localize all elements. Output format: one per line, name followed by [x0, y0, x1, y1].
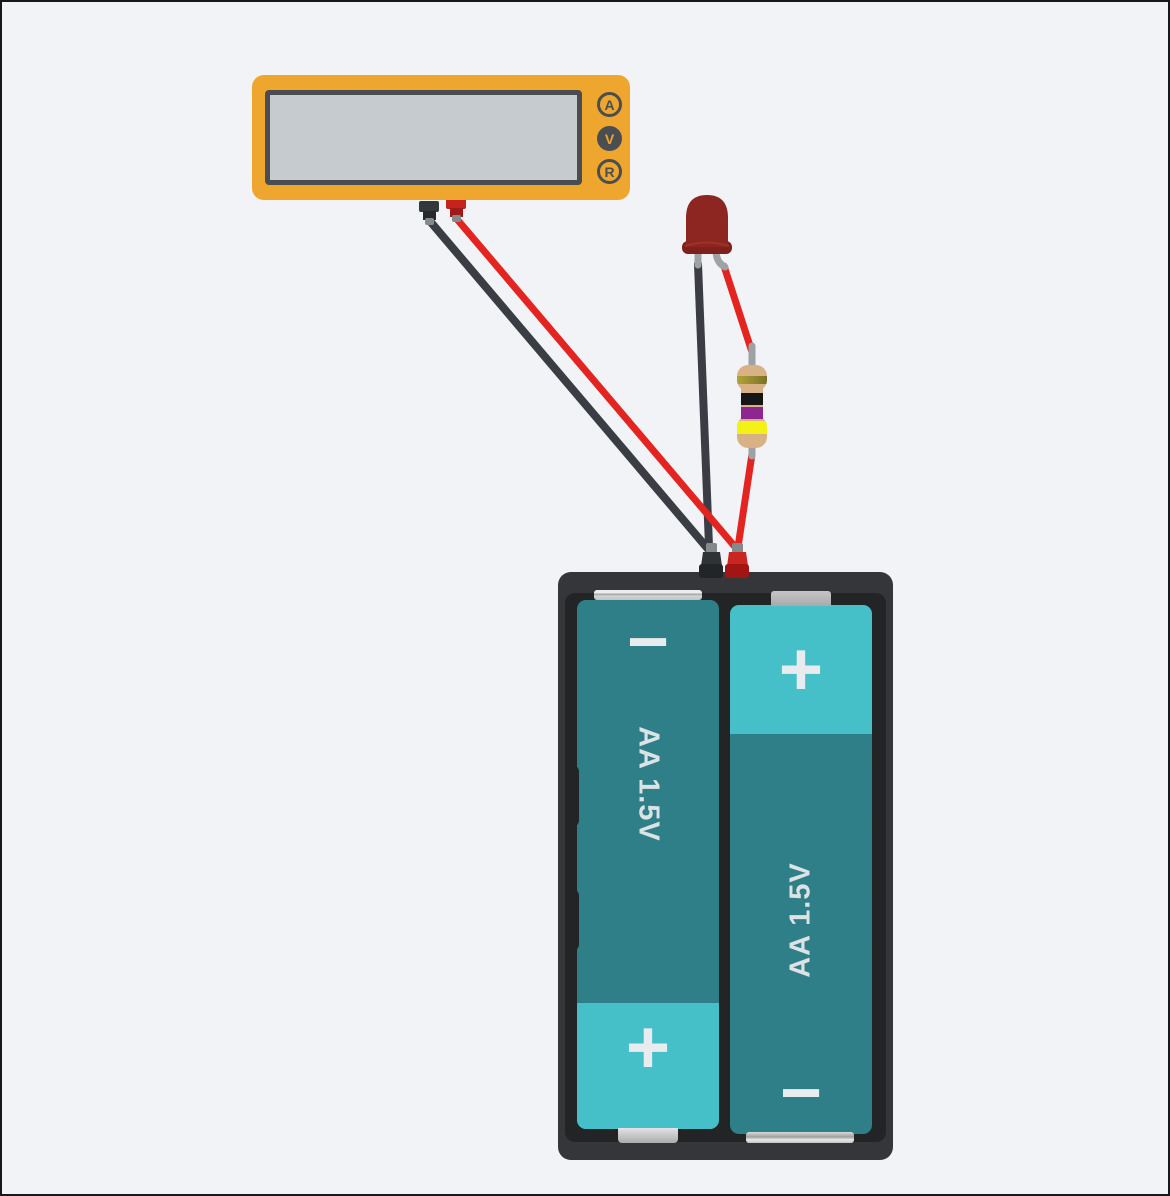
resistor-band-gold: [737, 376, 767, 384]
holder-rib: [565, 888, 579, 952]
battery-contact-plate: [746, 1132, 854, 1143]
battery-contact-plate: [771, 591, 831, 606]
holder-rib: [565, 764, 579, 828]
battery-contact-plate: [594, 590, 702, 600]
resistor[interactable]: [730, 360, 774, 454]
wire-red-led-to-resistor[interactable]: [720, 262, 756, 356]
battery-negative-terminal[interactable]: [699, 543, 723, 578]
multimeter-black-probe-plug[interactable]: [419, 201, 439, 225]
wire-black-multimeter-to-battery[interactable]: [425, 216, 712, 553]
battery-left-bottom-polarity: +: [625, 1005, 671, 1090]
led[interactable]: [682, 195, 732, 254]
battery-positive-terminal[interactable]: [725, 543, 749, 578]
resistor-band-black: [737, 393, 767, 405]
battery-holder[interactable]: − + AA 1.5V + AA 1.5V −: [558, 572, 893, 1160]
battery-left-top-polarity: −: [626, 602, 670, 682]
battery-right-bottom-polarity: −: [779, 1053, 823, 1133]
led-dome[interactable]: [686, 195, 728, 247]
battery-contact-plate: [618, 1128, 678, 1143]
holder-rib: [872, 764, 886, 828]
multimeter-button-resistance[interactable]: R: [597, 159, 622, 184]
multimeter-red-probe-plug[interactable]: [446, 198, 466, 222]
wire-red-multimeter-to-battery[interactable]: [452, 214, 740, 552]
holder-rib: [872, 888, 886, 952]
wire-red-resistor-to-battery[interactable]: [734, 450, 756, 551]
resistor-band-yellow: [737, 421, 767, 434]
battery-right-positive-cap: [730, 605, 872, 734]
battery-right[interactable]: [730, 605, 872, 1134]
led-flange-highlight: [684, 241, 730, 247]
multimeter-button-voltage[interactable]: V: [597, 126, 622, 151]
battery-left[interactable]: [577, 600, 719, 1129]
battery-left-positive-cap: [577, 1003, 719, 1129]
wire-black-led-to-battery[interactable]: [694, 260, 713, 550]
battery-right-top-polarity: +: [778, 627, 824, 712]
multimeter[interactable]: A V R: [252, 75, 630, 200]
resistor-band-violet: [737, 407, 767, 419]
multimeter-display: [265, 90, 582, 185]
multimeter-button-amperage[interactable]: A: [597, 92, 622, 117]
